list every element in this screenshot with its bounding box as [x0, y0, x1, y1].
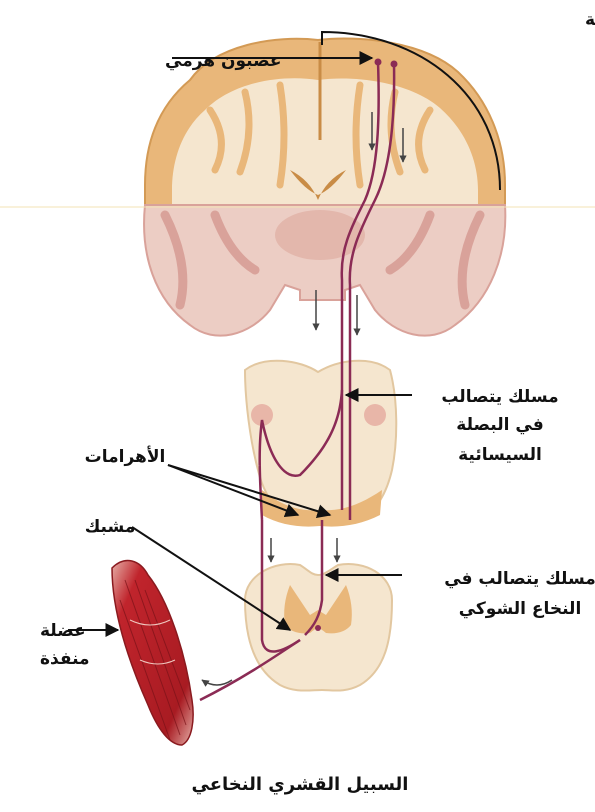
diagram-caption: السبيل القشري النخاعي — [192, 774, 409, 795]
muscle-body — [112, 561, 193, 745]
label-spinal-tract-1: مسلك يتصالب في — [444, 569, 595, 589]
brain-section — [144, 32, 505, 336]
label-medulla-tract-3: السيسائية — [458, 445, 542, 465]
label-spinal-tract-2: النخاع الشوكي — [459, 599, 582, 619]
label-pyramidal-neuron: عصبون هرمي — [165, 51, 281, 71]
label-synapse: مشبك — [85, 517, 136, 537]
label-pyramids: الأهرامات — [85, 446, 166, 467]
label-medulla-tract-1: مسلك يتصالب — [441, 387, 558, 407]
pyramidal-cell-body-1 — [375, 59, 382, 66]
spinal-cord-section — [245, 564, 392, 691]
label-motor-areas: الباحات المحركة — [585, 10, 595, 30]
label-muscle-1: عضلة — [40, 621, 86, 641]
label-muscle-2: منفذة — [40, 649, 90, 669]
pyramidal-cell-body-2 — [391, 61, 398, 68]
effector-muscle — [112, 561, 193, 745]
label-medulla-tract-2: في البصلة — [456, 415, 543, 435]
